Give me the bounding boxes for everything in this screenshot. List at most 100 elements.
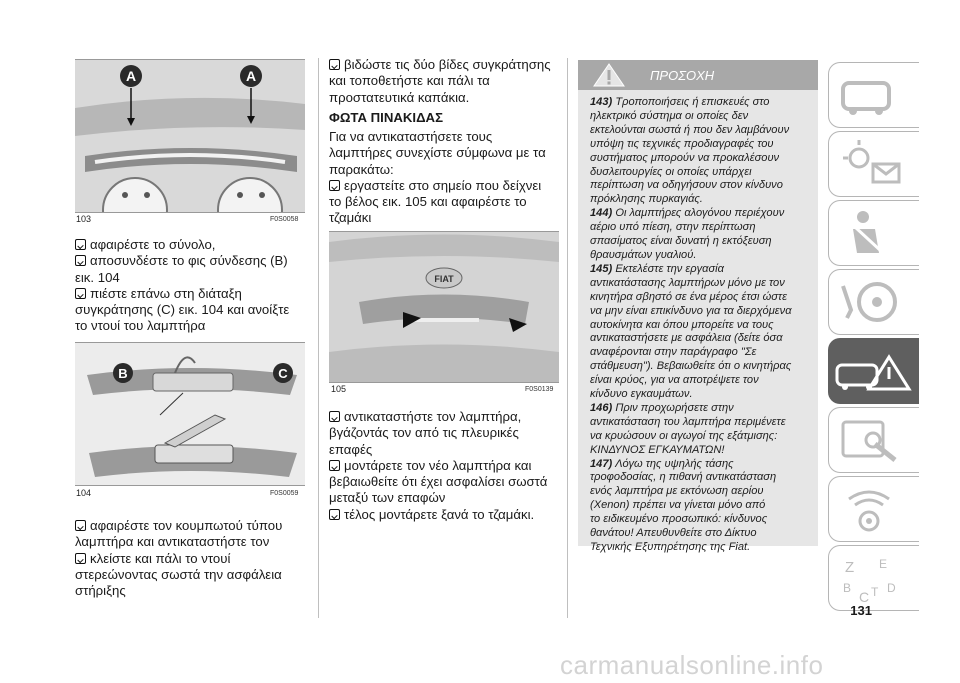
warning-line: θανάτου! Απευθυνθείτε στο Δίκτυο	[590, 527, 757, 540]
warning-note-number: 143)	[590, 96, 613, 108]
figure-104: B C	[75, 342, 305, 486]
list-item: πιέστε επάνω στη διάταξη	[75, 286, 315, 302]
callout-a-right	[240, 65, 262, 87]
tab-steering-wheel[interactable]	[828, 269, 919, 335]
text-line: τζαμάκι	[329, 210, 372, 226]
watermark: carmanualsonline.info	[560, 650, 824, 680]
index-icon: Z E B C T D	[843, 557, 896, 605]
warning-line: είναι κρύος, για να αποτρέψετε τον	[590, 374, 759, 387]
col1-block2: αφαιρέστε τον κουμπωτού τύπου λαμπτήρα κ…	[75, 518, 315, 599]
warning-line: στάθμευση"). Βεβαιωθείτε ότι ο κινητήρας	[590, 360, 792, 373]
text-line: Για να αντικαταστήσετε τους	[329, 129, 493, 144]
text-line: παρακάτω:	[329, 161, 394, 177]
text-line: το βέλος εικ. 105 και αφαιρέστε το	[329, 194, 527, 210]
callout-a-left	[120, 65, 142, 87]
list-item: μοντάρετε τον νέο λαμπτήρα και	[329, 458, 565, 474]
warning-line: αντικατάστασης λαμπτήρων μόνο με τον	[590, 276, 785, 289]
text-line: βγάζοντάς τον από τις πλευρικές	[329, 425, 519, 441]
list-item: αποσυνδέστε το φις σύνδεσης (B)	[75, 253, 315, 269]
text-line: και τοποθετήστε και πάλι τα	[329, 73, 490, 89]
warning-line: τροφοδοσίας, η πιθανή αντικατάσταση	[590, 471, 777, 484]
fiat-badge: FIAT	[434, 274, 454, 284]
multimedia-icon	[848, 490, 890, 532]
warning-line: ηλεκτρικό σύστημα οι οποίες δεν	[590, 109, 749, 122]
warning-line: (Xenon) πρέπει να γίνεται μόνο από	[590, 499, 766, 512]
warning-line: 147) Λόγω της υψηλής τάσης	[590, 457, 734, 470]
warning-box: ΠΡΟΣΟΧΗ 143) Τροποποιήσεις ή επισκευές σ…	[578, 60, 818, 553]
svg-text:C: C	[859, 589, 869, 605]
list-item: βιδώστε τις δύο βίδες συγκράτησης	[329, 57, 565, 73]
page-number: 131	[850, 603, 872, 618]
figure-105-illustration: FIAT	[329, 232, 559, 382]
warning-line: να μην είναι επικίνδυνο για τα διερχόμεν…	[590, 304, 792, 317]
warning-line: πρόκλησης πυρκαγιάς.	[590, 193, 703, 206]
section-heading: ΦΩΤΑ ΠΙΝΑΚΙΔΑΣ	[329, 110, 443, 125]
figure-104-illustration: B C	[75, 343, 305, 485]
warning-note-number: 146)	[590, 401, 613, 414]
warning-line: 144) Οι λαμπτήρες αλογόνου περιέχουν	[590, 207, 785, 220]
warning-line: ΚΙΝΔΥΝΟΣ ΕΓΚΑΥΜΑΤΩΝ!	[590, 443, 725, 456]
warning-line: σπασίματος είναι δυνατή η εκτόξευση	[590, 235, 772, 248]
tab-warning-lights[interactable]	[828, 131, 919, 197]
tab-multimedia[interactable]	[828, 476, 919, 542]
svg-text:Z: Z	[845, 559, 854, 576]
warning-line: 145) Εκτελέστε την εργασία	[590, 262, 724, 275]
col2-block2: Για να αντικαταστήσετε τους λαμπτήρες συ…	[329, 129, 565, 227]
svg-text:B: B	[843, 581, 851, 595]
figure-103: A A	[75, 59, 305, 213]
warning-title: ΠΡΟΣΟΧΗ	[650, 68, 715, 83]
list-item: αφαιρέστε το σύνολο,	[75, 237, 315, 253]
arrow-icon	[403, 312, 421, 328]
tab-emergency[interactable]	[828, 338, 919, 404]
text-line: συγκράτησης (C) εικ. 104 και ανοίξτε	[75, 302, 290, 318]
list-item: αφαιρέστε τον κουμπωτού τύπου	[75, 518, 315, 534]
warning-line: περίπτωση να οδηγήσουν στον κίνδυνο	[590, 179, 783, 192]
tab-car-dashboard[interactable]	[828, 62, 919, 128]
checkbox-bullet-icon	[75, 520, 86, 531]
label-c: C	[278, 366, 288, 381]
warning-line: να κρυώσουν οι αγωγοί της εξάτμισης:	[590, 429, 778, 442]
figure-104-code: F0S0059	[270, 490, 299, 497]
checkbox-bullet-icon	[329, 459, 340, 471]
warning-line: κινητήρα σβηστό σε ένα μέρος έτσι ώστε	[590, 290, 787, 303]
warning-line: αναφέρονται στην παράγραφο "Σε	[590, 346, 757, 359]
warning-note-number: 144)	[590, 207, 613, 220]
warning-line: ενός λαμπτήρα με εκτόνωση αερίου	[590, 485, 764, 498]
callout-c	[273, 363, 293, 383]
seat-belt-icon	[853, 211, 883, 253]
warning-line: 146) Πριν προχωρήσετε στην	[590, 401, 734, 414]
list-item: κλείστε και πάλι το ντουί	[75, 551, 315, 567]
warning-line: εκτελούνται σωστά ή που δεν λαμβάνουν	[590, 123, 790, 136]
car-dashboard-icon	[841, 81, 891, 115]
warning-line: αέριο υπό πίεση, στην περίπτωση	[590, 221, 756, 234]
text-line: εικ. 104	[75, 269, 120, 285]
warning-line: κίνδυνο εγκαυμάτων.	[590, 388, 693, 401]
tab-index[interactable]: Z E B C T D	[828, 545, 919, 611]
warning-line: 143) Τροποποιήσεις ή επισκευές στο	[590, 96, 770, 108]
text-line: λαμπτήρες συνεχίστε σύμφωνα με τα	[329, 145, 546, 161]
warning-line: το ειδικευμένο προσωπικό: κίνδυνος	[590, 513, 768, 526]
warning-line: αντικατάσταση του λαμπτήρα περιμένετε	[590, 415, 786, 428]
svg-text:D: D	[887, 581, 896, 595]
list-item: εργαστείτε στο σημείο που δείχνει	[329, 178, 565, 194]
checkbox-bullet-icon	[329, 179, 340, 191]
col2-block3: αντικαταστήστε τον λαμπτήρα, βγάζοντάς τ…	[329, 409, 565, 523]
figure-104-number: 104	[76, 488, 92, 498]
column-divider	[318, 58, 319, 618]
label-b: B	[118, 366, 127, 381]
service-icon	[841, 420, 897, 462]
checkbox-bullet-icon	[75, 287, 86, 299]
callout-b	[113, 363, 133, 383]
figure-103-number: 103	[76, 214, 92, 224]
checkbox-bullet-icon	[75, 255, 86, 267]
svg-text:T: T	[871, 585, 879, 599]
checkbox-bullet-icon	[75, 239, 86, 250]
warning-note-number: 145)	[590, 262, 613, 275]
tab-seat-belt[interactable]	[828, 200, 919, 266]
tab-service[interactable]	[828, 407, 919, 473]
text-line: στήριξης	[75, 583, 126, 599]
list-item: αντικαταστήστε τον λαμπτήρα,	[329, 409, 565, 425]
text-line: προστατευτικά καπάκια.	[329, 89, 470, 105]
warning-triangle-icon	[593, 63, 625, 87]
